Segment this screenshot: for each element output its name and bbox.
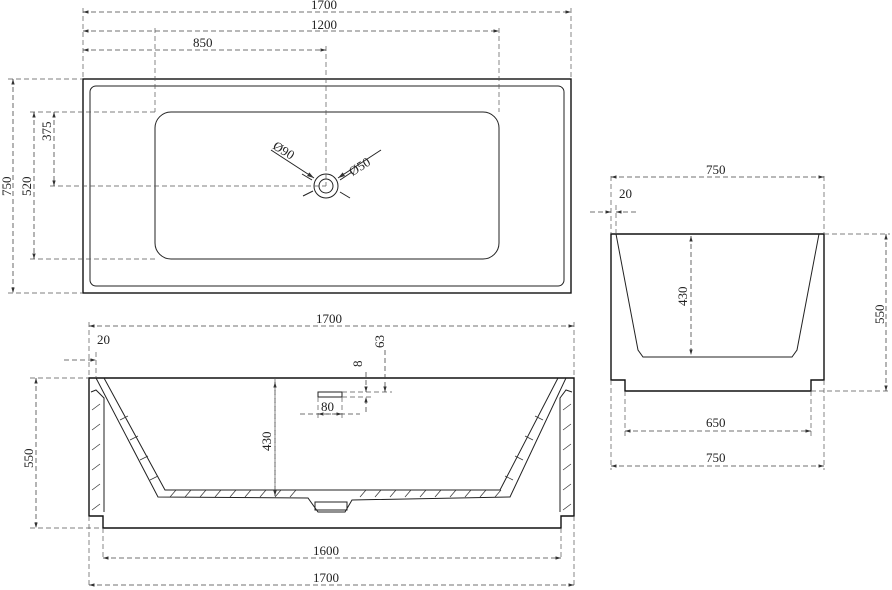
side-section-outline: [610, 233, 825, 392]
front-base-length-label: 1600: [313, 543, 339, 558]
side-section-view: 750 20 430 550 650 750: [590, 162, 890, 470]
side-base-width-label: 650: [706, 415, 726, 430]
top-inner-length-label: 1200: [311, 17, 337, 32]
top-overall-width-label: 750: [0, 177, 14, 197]
top-view: Ø90 Ø50 1700 1200 850 750 520 375: [0, 0, 572, 294]
top-inner-width-label: 520: [19, 177, 34, 197]
front-height-label: 550: [21, 449, 36, 469]
side-top-width-label: 750: [706, 162, 726, 177]
top-view-basin-outline: [154, 111, 500, 260]
top-drain-offset-label: 375: [39, 122, 54, 142]
drain-leaders: [270, 149, 382, 179]
front-bottom-length-label: 1700: [313, 570, 339, 585]
front-section-inner-shell: [95, 377, 567, 513]
front-depth-label: 430: [259, 432, 274, 452]
side-depth-label: 430: [675, 287, 690, 307]
side-section-inner-shell: [615, 233, 820, 358]
front-section-view: 1700 20 63 8 80 430 550 1600 1700: [21, 311, 575, 588]
front-overflow-width-label: 80: [321, 399, 334, 414]
top-overall-length-label: 1700: [311, 0, 337, 12]
drain-symbol: [301, 171, 353, 199]
drain-diameter-label: Ø90: [270, 138, 297, 163]
front-length-label: 1700: [316, 311, 342, 326]
front-overflow-slot: [317, 391, 343, 398]
side-bottom-width-label: 750: [706, 450, 726, 465]
top-drain-position-label: 850: [193, 35, 213, 50]
front-rim-label: 20: [97, 332, 110, 347]
side-rim-label: 20: [619, 186, 632, 201]
front-drain: [314, 501, 348, 511]
front-overflow-slot-label: 8: [350, 361, 365, 368]
front-section-hatching: [91, 403, 572, 511]
front-overflow-height-label: 63: [372, 335, 387, 348]
side-height-label: 550: [872, 305, 887, 325]
